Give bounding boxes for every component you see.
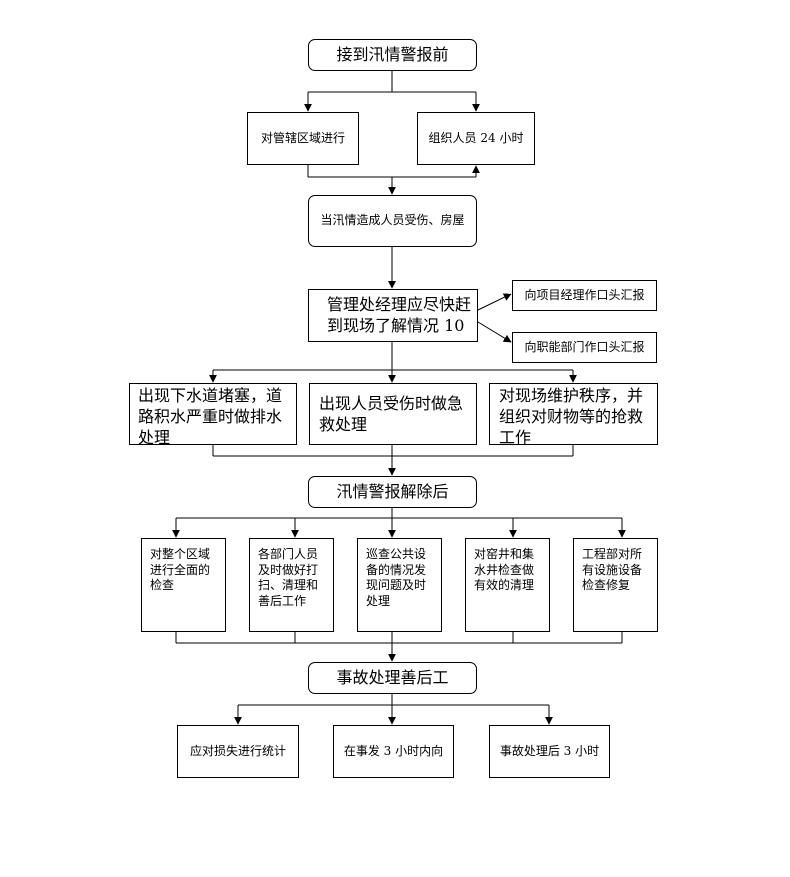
arrow-to-report-project <box>477 293 512 311</box>
node-report-project: 向项目经理作口头汇报 <box>512 280 657 311</box>
node-engineering-text: 工程部对所 有设施设备 检查修复 <box>574 539 657 594</box>
node-cleanup-line3: 扫、清理和 <box>258 578 319 593</box>
node-order-text: 对现场维护秩序，并 组织对财物等的抢救 工作 <box>490 384 657 445</box>
node-manager: 管理处经理应尽快赶 到现场了解情况 10 <box>308 289 478 342</box>
node-patrol-line2: 备的情况发 <box>366 562 427 577</box>
node-engineering-line1: 工程部对所 <box>582 547 643 561</box>
node-drain-line1: 出现下水道堵塞，道 <box>138 386 283 405</box>
node-loss-stats: 应对损失进行统计 <box>177 725 299 778</box>
node-wells: 对窑井和集 水井检查做 有效的清理 <box>465 538 550 632</box>
node-injury: 当汛情造成人员受伤、房屋 <box>308 195 477 247</box>
node-order-line2: 组织对财物等的抢救 <box>499 406 644 426</box>
node-report-dept-label: 向职能部门作口头汇报 <box>524 339 645 354</box>
node-patrol: 巡查公共设 备的情况发 现问题及时 处理 <box>357 538 442 632</box>
node-cleanup-text: 各部门人员 及时做好打 扫、清理和 善后工作 <box>250 539 333 609</box>
node-region-label: 对管辖区域进行 <box>260 130 345 145</box>
node-wells-line1: 对窑井和集 <box>474 547 535 561</box>
arrow-to-report-dept <box>477 321 512 343</box>
node-patrol-line1: 巡查公共设 <box>366 547 427 561</box>
node-injury-label: 当汛情造成人员受伤、房屋 <box>320 213 465 228</box>
node-engineering-line2: 有设施设备 <box>582 562 643 577</box>
node-patrol-text: 巡查公共设 备的情况发 现问题及时 处理 <box>358 539 441 609</box>
node-manager-line1: 管理处经理应尽快赶 <box>327 294 472 314</box>
node-patrol-line3: 现问题及时 <box>366 578 427 593</box>
node-engineering-line3: 检查修复 <box>582 578 631 593</box>
node-order-line1: 对现场维护秩序，并 <box>499 386 644 405</box>
node-drain-line2: 路积水严重时做排水 <box>138 406 283 426</box>
node-manager-text: 管理处经理应尽快赶 到现场了解情况 10 <box>309 295 477 337</box>
node-drain-line3: 处理 <box>138 427 171 445</box>
node-check-all-line2: 进行全面的 <box>150 562 211 577</box>
node-firstaid: 出现人员受伤时做急 救处理 <box>309 383 477 445</box>
node-engineering: 工程部对所 有设施设备 检查修复 <box>573 538 658 632</box>
node-cleanup-line4: 善后工作 <box>258 593 307 608</box>
node-staff24h: 组织人员 24 小时 <box>417 112 535 165</box>
node-manager-line2: 到现场了解情况 10 <box>327 315 465 335</box>
node-start-label: 接到汛情警报前 <box>336 44 449 64</box>
node-firstaid-line2: 救处理 <box>319 414 368 434</box>
node-after3h: 事故处理后 3 小时 <box>489 725 610 778</box>
node-cleanup: 各部门人员 及时做好打 扫、清理和 善后工作 <box>249 538 334 632</box>
node-cleanup-line2: 及时做好打 <box>258 562 319 577</box>
node-alarm-lifted: 汛情警报解除后 <box>308 476 477 508</box>
node-check-all-line1: 对整个区域 <box>150 547 211 561</box>
node-aftermath: 事故处理善后工 <box>308 662 477 694</box>
node-cleanup-line1: 各部门人员 <box>258 547 319 561</box>
node-start: 接到汛情警报前 <box>308 39 477 71</box>
node-report-project-label: 向项目经理作口头汇报 <box>524 287 645 302</box>
node-aftermath-label: 事故处理善后工 <box>336 667 449 687</box>
node-report-dept: 向职能部门作口头汇报 <box>512 332 657 363</box>
node-patrol-line4: 处理 <box>366 593 391 608</box>
node-region: 对管辖区域进行 <box>247 112 359 165</box>
node-wells-text: 对窑井和集 水井检查做 有效的清理 <box>466 539 549 594</box>
node-order: 对现场维护秩序，并 组织对财物等的抢救 工作 <box>489 383 658 445</box>
node-alarm-lifted-label: 汛情警报解除后 <box>336 481 449 501</box>
node-drain-text: 出现下水道堵塞，道 路积水严重时做排水 处理 <box>130 384 296 445</box>
node-check-all-line3: 检查 <box>150 578 175 593</box>
node-check-all-text: 对整个区域 进行全面的 检查 <box>142 539 225 594</box>
node-after3h-label: 事故处理后 3 小时 <box>499 743 600 758</box>
node-wells-line2: 水井检查做 <box>474 562 535 577</box>
node-within3h-label: 在事发 3 小时内向 <box>343 743 444 758</box>
node-drain: 出现下水道堵塞，道 路积水严重时做排水 处理 <box>129 383 297 445</box>
node-within3h: 在事发 3 小时内向 <box>333 725 454 778</box>
node-firstaid-text: 出现人员受伤时做急 救处理 <box>310 384 476 436</box>
node-loss-stats-label: 应对损失进行统计 <box>189 743 286 758</box>
node-firstaid-line1: 出现人员受伤时做急 <box>319 394 464 413</box>
node-staff24h-label: 组织人员 24 小时 <box>428 130 524 145</box>
node-order-line3: 工作 <box>499 427 532 445</box>
node-wells-line3: 有效的清理 <box>474 578 535 593</box>
node-check-all: 对整个区域 进行全面的 检查 <box>141 538 226 632</box>
